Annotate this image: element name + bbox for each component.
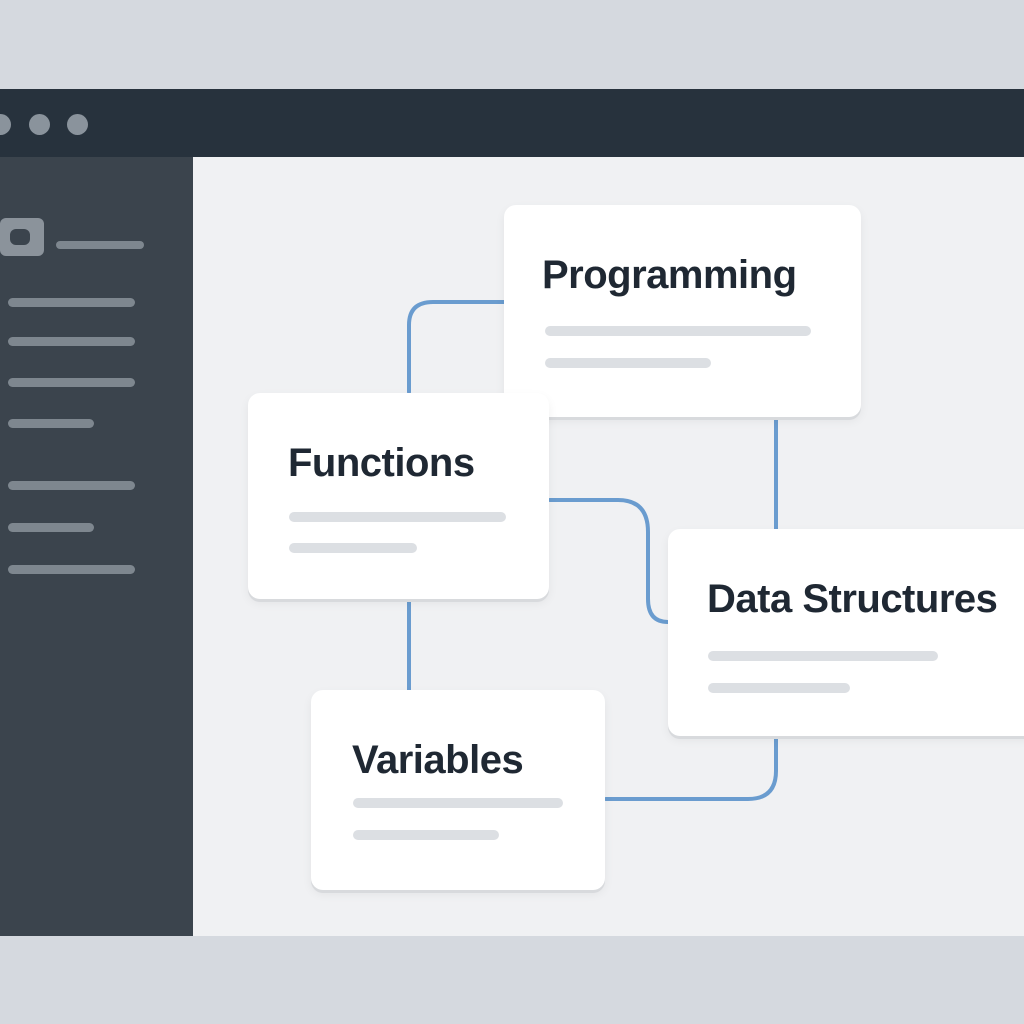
node-title: Functions [288,441,475,485]
app-icon[interactable] [0,218,44,256]
node-variables[interactable]: Variables [311,690,605,890]
node-text-placeholder [353,830,499,840]
node-text-placeholder [545,358,711,368]
node-text-placeholder [545,326,811,336]
sidebar-item[interactable] [8,378,135,387]
node-title: Programming [542,253,797,297]
mindmap-canvas[interactable]: Programming Functions Data Structures Va… [193,157,1024,936]
window-maximize-dot[interactable] [67,114,88,135]
node-programming[interactable]: Programming [504,205,861,417]
sidebar-item[interactable] [8,298,135,307]
connector-lines [407,300,778,801]
title-bar [0,89,1024,157]
node-text-placeholder [353,798,563,808]
connector-functions-datastructures [548,498,670,624]
sidebar-header-placeholder [56,241,144,249]
sidebar-item[interactable] [8,419,94,428]
node-title: Variables [352,738,524,782]
sidebar-item[interactable] [8,523,94,532]
node-title: Data Structures [707,577,998,621]
node-text-placeholder [289,512,506,522]
node-functions[interactable]: Functions [248,393,549,599]
connector-variables-datastructures [604,735,778,801]
node-data-structures[interactable]: Data Structures [668,529,1024,736]
app-window: Programming Functions Data Structures Va… [0,89,1024,936]
node-text-placeholder [289,543,417,553]
sidebar-item[interactable] [8,565,135,574]
node-text-placeholder [708,651,938,661]
sidebar-item[interactable] [8,337,135,346]
window-close-dot[interactable] [0,114,11,135]
sidebar-item[interactable] [8,481,135,490]
node-text-placeholder [708,683,850,693]
sidebar [0,157,193,936]
window-minimize-dot[interactable] [29,114,50,135]
connector-functions-programming [407,300,507,394]
